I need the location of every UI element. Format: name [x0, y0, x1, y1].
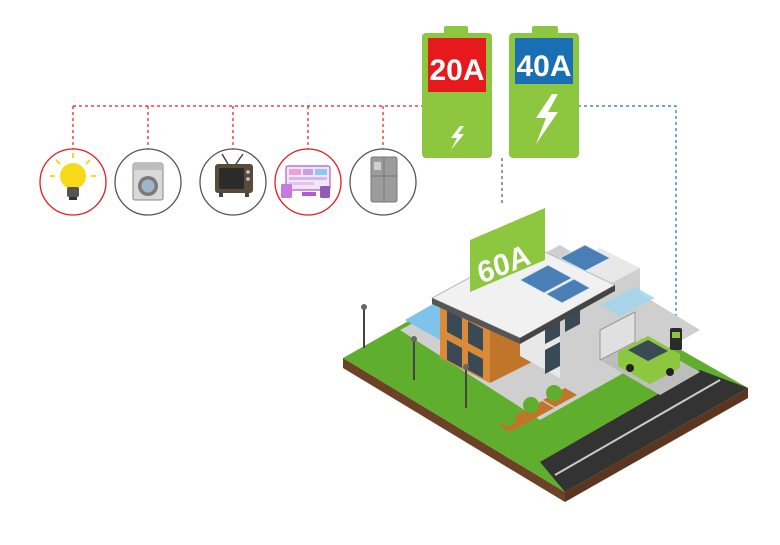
lightning-icon	[536, 94, 558, 144]
ev-charger	[670, 328, 682, 350]
appliance-refrigerator	[349, 148, 417, 216]
garage-door	[599, 311, 636, 361]
light-bulb-icon	[50, 153, 96, 200]
battery-20a: 20A	[422, 26, 492, 158]
washing-machine-icon	[132, 162, 164, 201]
television-icon	[215, 153, 253, 197]
appliance-television	[199, 148, 267, 216]
house-sign-60a: 60A	[470, 208, 545, 292]
battery-40a: 40A	[509, 26, 579, 158]
hedges	[498, 385, 577, 432]
appliance-washing-machine	[114, 148, 182, 216]
lightning-icon	[451, 126, 464, 150]
street-lamps	[363, 308, 467, 408]
computer-icon	[281, 165, 331, 198]
road	[540, 370, 748, 492]
appliance-computer	[274, 148, 342, 216]
house-scene	[343, 244, 748, 502]
battery-20a-label: 20A	[429, 54, 484, 87]
battery-40a-label: 40A	[516, 50, 571, 83]
red-dashed-wiring	[72, 105, 425, 150]
appliance-light-bulb	[39, 148, 107, 216]
solar-panels	[519, 244, 611, 304]
car	[618, 336, 680, 384]
refrigerator-icon	[370, 156, 398, 203]
blue-dashed-wiring	[578, 105, 677, 328]
